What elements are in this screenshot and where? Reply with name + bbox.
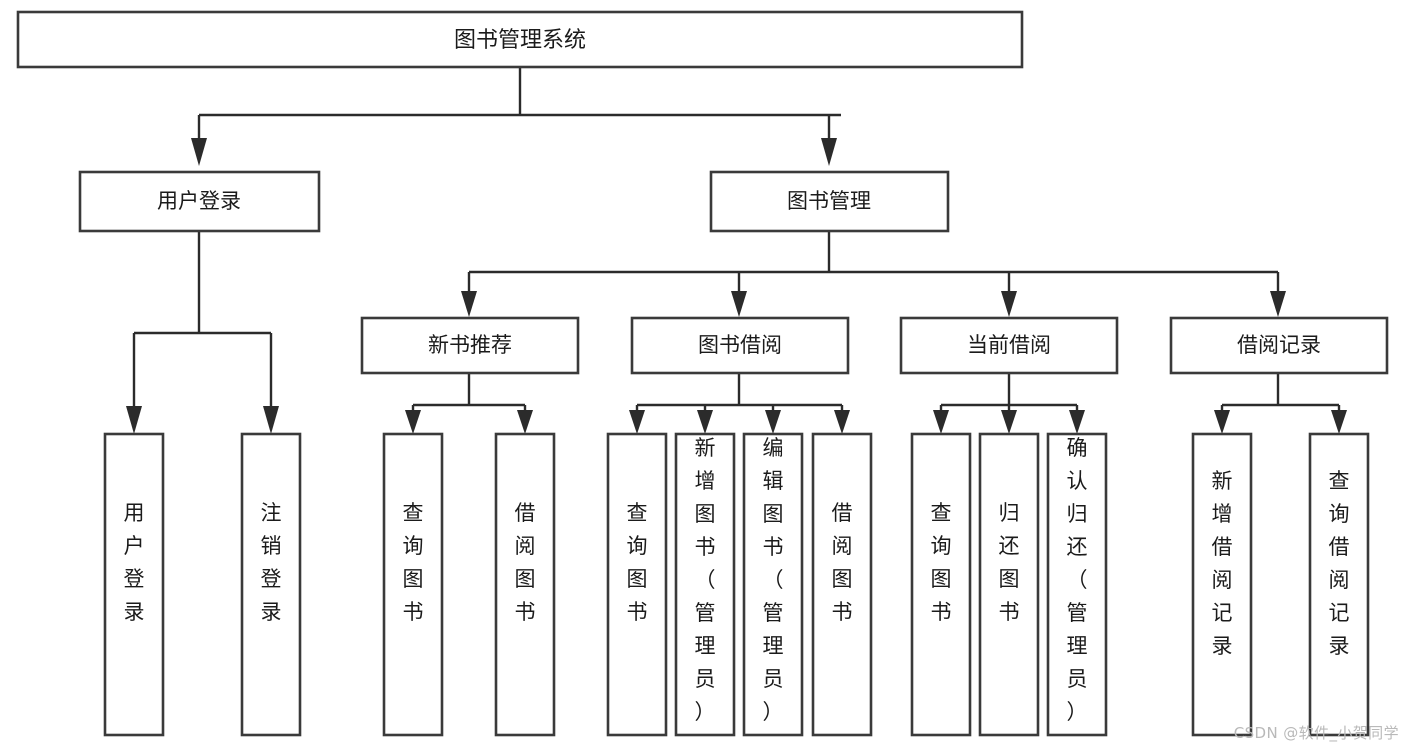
leaf-add-record-box <box>1191 432 1253 737</box>
connectors-current-borrow <box>933 373 1085 434</box>
arrow-leaf-confirm-return <box>1069 410 1085 434</box>
leaf-user-logout[interactable]: 注销登录 <box>240 432 302 737</box>
leaf-add-book-box <box>674 432 736 737</box>
leaf-borrow-book-1-label: 借阅图书 <box>515 501 536 624</box>
arrow-leaf-borrow-book-2 <box>834 410 850 434</box>
node-root-box <box>16 10 1024 69</box>
leaf-query-book-3-label: 查询图书 <box>931 501 952 624</box>
leaf-add-book-label: 新增图书（管理员） <box>695 436 716 724</box>
node-book-borrow-label: 图书借阅 <box>698 333 782 357</box>
arrow-borrow-record <box>1270 291 1286 317</box>
arrow-leaf-query-book-2 <box>629 410 645 434</box>
leaf-user-logout-box <box>240 432 302 737</box>
leaf-query-book-1-label: 查询图书 <box>403 501 424 624</box>
node-borrow-record-box <box>1169 316 1389 375</box>
leaf-query-book-2[interactable]: 查询图书 <box>606 432 668 737</box>
arrow-leaf-query-book-1 <box>405 410 421 434</box>
arrow-current-borrow <box>1001 291 1017 317</box>
leaf-confirm-return-label: 确认归还（管理员） <box>1067 436 1088 724</box>
leaf-query-book-1-box <box>382 432 444 737</box>
leaf-user-login-box <box>103 432 165 737</box>
arrow-user-login <box>191 138 207 166</box>
node-root-label: 图书管理系统 <box>454 28 586 53</box>
node-new-book-rec-label: 新书推荐 <box>428 333 512 357</box>
connectors-root <box>191 67 841 166</box>
leaf-add-book[interactable]: 新增图书（管理员） <box>674 432 736 737</box>
leaf-query-book-2-label: 查询图书 <box>627 501 648 624</box>
node-user-login-label: 用户登录 <box>157 189 241 213</box>
node-book-manage-label: 图书管理 <box>787 189 871 213</box>
node-book-borrow-box <box>630 316 850 375</box>
arrow-leaf-return-book <box>1001 410 1017 434</box>
leaf-add-record[interactable]: 新增借阅记录 <box>1191 432 1253 737</box>
leaf-confirm-return[interactable]: 确认归还（管理员） <box>1046 432 1108 737</box>
arrow-leaf-query-record <box>1331 410 1347 434</box>
arrow-leaf-add-book <box>697 410 713 434</box>
arrow-leaf-borrow-book-1 <box>517 410 533 434</box>
leaf-query-record-box <box>1308 432 1370 737</box>
leaf-borrow-book-2-box <box>811 432 873 737</box>
node-user-login[interactable]: 用户登录 <box>78 170 321 233</box>
leaf-query-record-label: 查询借阅记录 <box>1329 469 1350 658</box>
leaf-query-record[interactable]: 查询借阅记录 <box>1308 432 1370 737</box>
csdn-watermark: CSDN @软件_小贺同学 <box>1233 724 1399 742</box>
leaf-query-book-1[interactable]: 查询图书 <box>382 432 444 737</box>
arrow-leaf-edit-book <box>765 410 781 434</box>
leaf-query-book-3-box <box>910 432 972 737</box>
connectors-borrow-record <box>1214 373 1347 434</box>
leaf-borrow-book-2-label: 借阅图书 <box>832 501 853 624</box>
node-book-manage-box <box>709 170 950 233</box>
connectors-book-manage <box>461 231 1286 317</box>
leaf-query-book-2-box <box>606 432 668 737</box>
connectors-new-book-rec <box>405 373 533 434</box>
node-borrow-record-label: 借阅记录 <box>1237 333 1321 357</box>
leaf-return-book[interactable]: 归还图书 <box>978 432 1040 737</box>
node-new-book-rec-box <box>360 316 580 375</box>
arrow-leaf-user-login <box>126 406 142 434</box>
arrow-leaf-query-book-3 <box>933 410 949 434</box>
arrow-leaf-user-logout <box>263 406 279 434</box>
node-current-borrow-label: 当前借阅 <box>967 333 1051 357</box>
leaf-edit-book[interactable]: 编辑图书（管理员） <box>742 432 804 737</box>
node-user-login-box <box>78 170 321 233</box>
node-book-manage[interactable]: 图书管理 <box>709 170 950 233</box>
node-current-borrow[interactable]: 当前借阅 <box>899 316 1119 375</box>
leaf-edit-book-box <box>742 432 804 737</box>
leaf-user-logout-label: 注销登录 <box>261 501 282 624</box>
leaf-edit-book-label: 编辑图书（管理员） <box>763 436 784 724</box>
node-new-book-rec[interactable]: 新书推荐 <box>360 316 580 375</box>
connectors-book-borrow <box>629 373 850 434</box>
arrow-leaf-add-record <box>1214 410 1230 434</box>
leaf-return-book-box <box>978 432 1040 737</box>
node-borrow-record[interactable]: 借阅记录 <box>1169 316 1389 375</box>
leaf-user-login[interactable]: 用户登录 <box>103 432 165 737</box>
leaf-borrow-book-1-box <box>494 432 556 737</box>
leaf-add-record-label: 新增借阅记录 <box>1212 469 1233 658</box>
leaf-borrow-book-2[interactable]: 借阅图书 <box>811 432 873 737</box>
node-book-borrow[interactable]: 图书借阅 <box>630 316 850 375</box>
leaf-return-book-label: 归还图书 <box>999 501 1020 624</box>
arrow-new-book-rec <box>461 291 477 317</box>
leaf-confirm-return-box <box>1046 432 1108 737</box>
connectors-user-login <box>126 231 279 434</box>
node-root[interactable]: 图书管理系统 <box>16 10 1024 69</box>
arrow-book-manage <box>821 138 837 166</box>
leaf-user-login-label: 用户登录 <box>124 501 145 624</box>
arrow-book-borrow <box>731 291 747 317</box>
node-current-borrow-box <box>899 316 1119 375</box>
leaf-query-book-3[interactable]: 查询图书 <box>910 432 972 737</box>
leaf-borrow-book-1[interactable]: 借阅图书 <box>494 432 556 737</box>
